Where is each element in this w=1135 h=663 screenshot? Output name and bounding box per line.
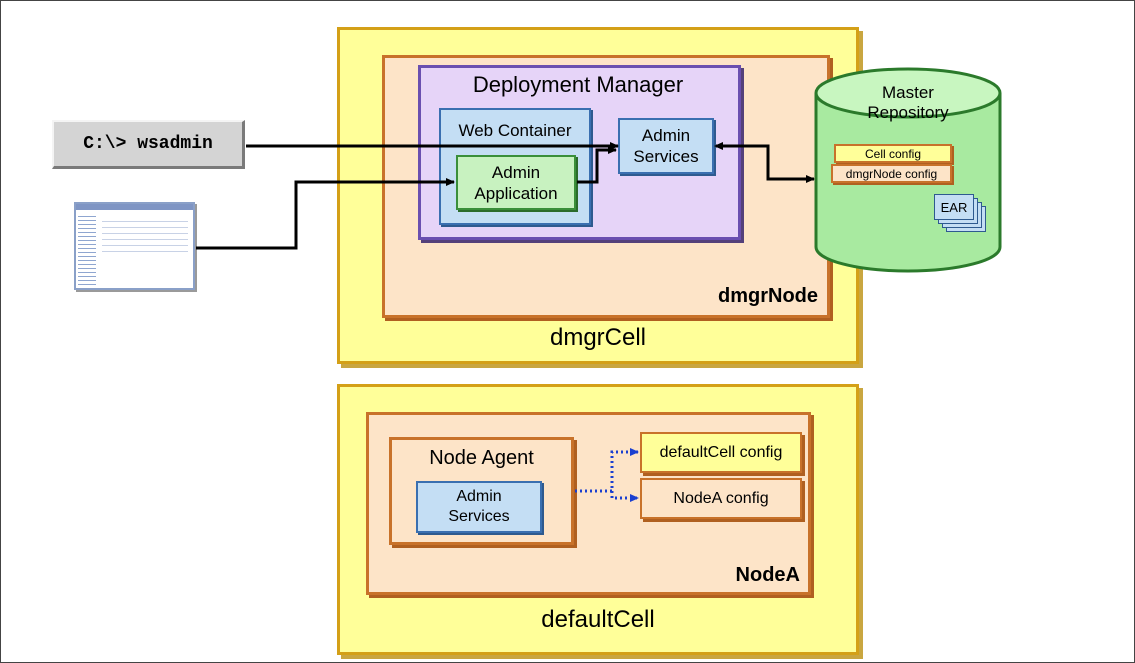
dmgr-cell-label: dmgrCell xyxy=(549,324,647,351)
admin-console-browser xyxy=(74,202,195,290)
deployment-manager-title: Deployment Manager xyxy=(472,72,684,97)
cell-config: Cell config xyxy=(834,144,952,163)
default-cell-config-label: defaultCell config xyxy=(659,443,783,461)
ear-file-label: EAR xyxy=(940,199,968,215)
browser-titlebar xyxy=(76,204,193,210)
admin-application: Admin Application xyxy=(456,155,576,210)
node-agent-admin-services-line1: Admin xyxy=(456,488,502,505)
nodea-config: NodeA config xyxy=(640,478,802,519)
default-cell-config: defaultCell config xyxy=(640,432,802,473)
cell-config-label: Cell config xyxy=(864,146,922,161)
node-agent-admin-services-line2: Services xyxy=(448,508,510,525)
dmgr-node-config-label: dmgrNode config xyxy=(845,166,938,181)
master-repository-title: Master Repository xyxy=(816,83,1000,123)
dmgr-admin-services: Admin Services xyxy=(618,118,714,174)
browser-content-pane xyxy=(102,216,188,256)
master-repository-title-line2: Repository xyxy=(867,103,949,122)
wsadmin-command: C:\> wsadmin xyxy=(52,120,245,169)
admin-application-line2: Application xyxy=(474,183,558,203)
web-container-label: Web Container xyxy=(458,121,572,140)
dmgr-admin-services-line1: Admin xyxy=(641,126,691,145)
dmgr-node-config: dmgrNode config xyxy=(831,164,952,183)
dmgr-node-label: dmgrNode xyxy=(718,285,818,307)
wsadmin-command-text: C:\> wsadmin xyxy=(83,134,213,154)
nodea-config-label: NodeA config xyxy=(673,489,769,507)
browser-nav-tree xyxy=(78,213,96,287)
ear-file: EAR xyxy=(934,194,974,220)
master-repository-title-line1: Master xyxy=(882,83,934,102)
node-agent-title: Node Agent xyxy=(429,447,534,469)
dmgr-admin-services-line2: Services xyxy=(633,147,699,166)
default-cell-label: defaultCell xyxy=(541,606,655,633)
node-agent-admin-services: Admin Services xyxy=(416,481,542,533)
admin-application-line1: Admin xyxy=(491,162,541,182)
nodea-node-label: NodeA xyxy=(735,564,800,586)
